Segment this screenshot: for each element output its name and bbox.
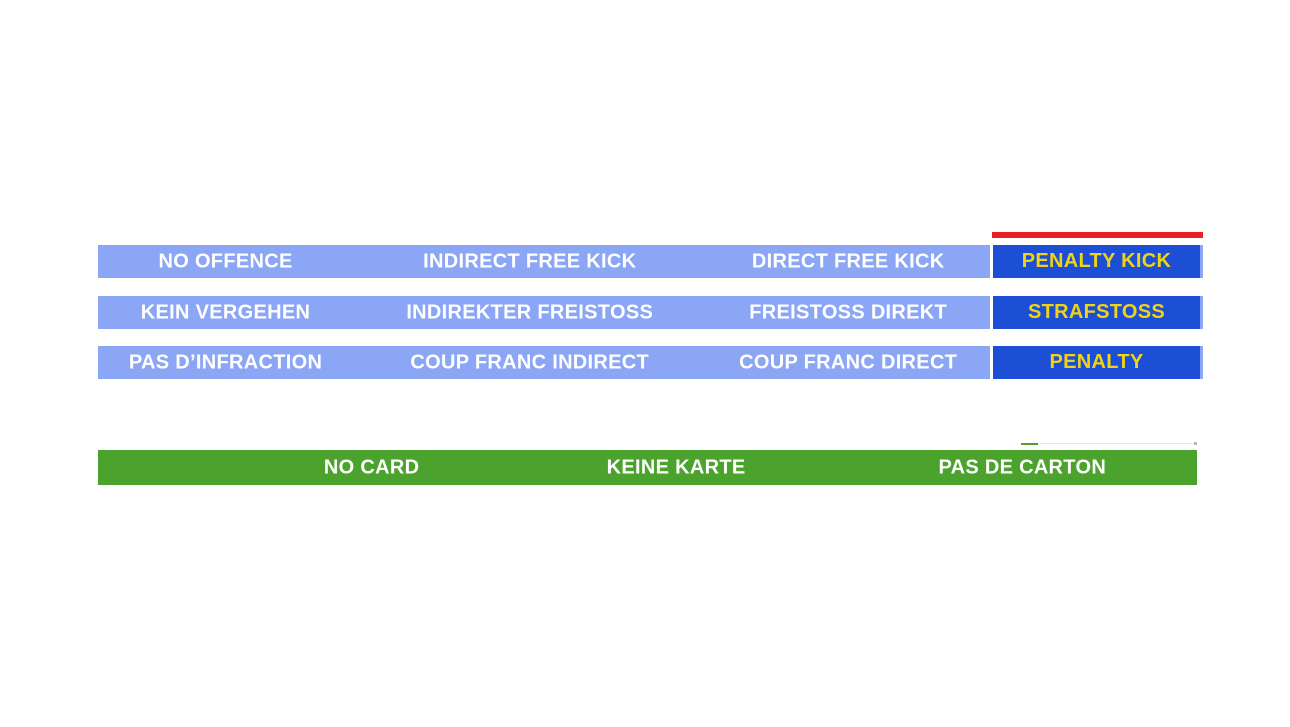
cell-direct-free-kick-de: FREISTOSS DIREKT — [749, 301, 948, 323]
offence-bar-english: NO OFFENCE INDIRECT FREE KICK DIRECT FRE… — [98, 245, 990, 278]
cell-indirect-free-kick-fr: COUP FRANC INDIRECT — [410, 351, 650, 373]
penalty-column-highlight-bar — [992, 232, 1203, 238]
cell-no-offence-fr: PAS D’INFRACTION — [128, 351, 323, 373]
cell-indirect-free-kick-de: INDIREKTER FREISTOSS — [406, 301, 654, 323]
cell-direct-free-kick-fr: COUP FRANC DIRECT — [739, 351, 958, 373]
cell-no-card-de: KEINE KARTE — [606, 456, 746, 478]
cell-no-offence-de: KEIN VERGEHEN — [140, 301, 311, 323]
cell-penalty-kick-de: STRAFSTOSS — [993, 296, 1200, 329]
column-edge-sliver — [1200, 346, 1203, 379]
no-card-bar: NO CARD KEINE KARTE PAS DE CARTON — [98, 450, 1197, 485]
cell-indirect-free-kick-en: INDIRECT FREE KICK — [423, 250, 637, 272]
hidden-row-fragment-line — [1038, 443, 1194, 444]
offence-bar-french: PAS D’INFRACTION COUP FRANC INDIRECT COU… — [98, 346, 990, 379]
cell-direct-free-kick-en: DIRECT FREE KICK — [751, 250, 945, 272]
column-edge-sliver — [1200, 296, 1203, 329]
cell-penalty-kick-fr: PENALTY — [993, 346, 1200, 379]
offence-row-german: KEIN VERGEHEN INDIREKTER FREISTOSS FREIS… — [0, 296, 1290, 329]
hidden-row-fragment-dash — [1021, 443, 1038, 445]
cell-penalty-kick-en: PENALTY KICK — [993, 245, 1200, 278]
cell-no-offence-en: NO OFFENCE — [158, 250, 293, 272]
offence-row-english: NO OFFENCE INDIRECT FREE KICK DIRECT FRE… — [0, 245, 1290, 278]
hidden-row-fragment-tick — [1194, 442, 1197, 445]
cell-no-card-en: NO CARD — [323, 456, 420, 478]
offence-row-french: PAS D’INFRACTION COUP FRANC INDIRECT COU… — [0, 346, 1290, 379]
offence-bar-german: KEIN VERGEHEN INDIREKTER FREISTOSS FREIS… — [98, 296, 990, 329]
cell-no-card-fr: PAS DE CARTON — [938, 456, 1107, 478]
column-edge-sliver — [1200, 245, 1203, 278]
